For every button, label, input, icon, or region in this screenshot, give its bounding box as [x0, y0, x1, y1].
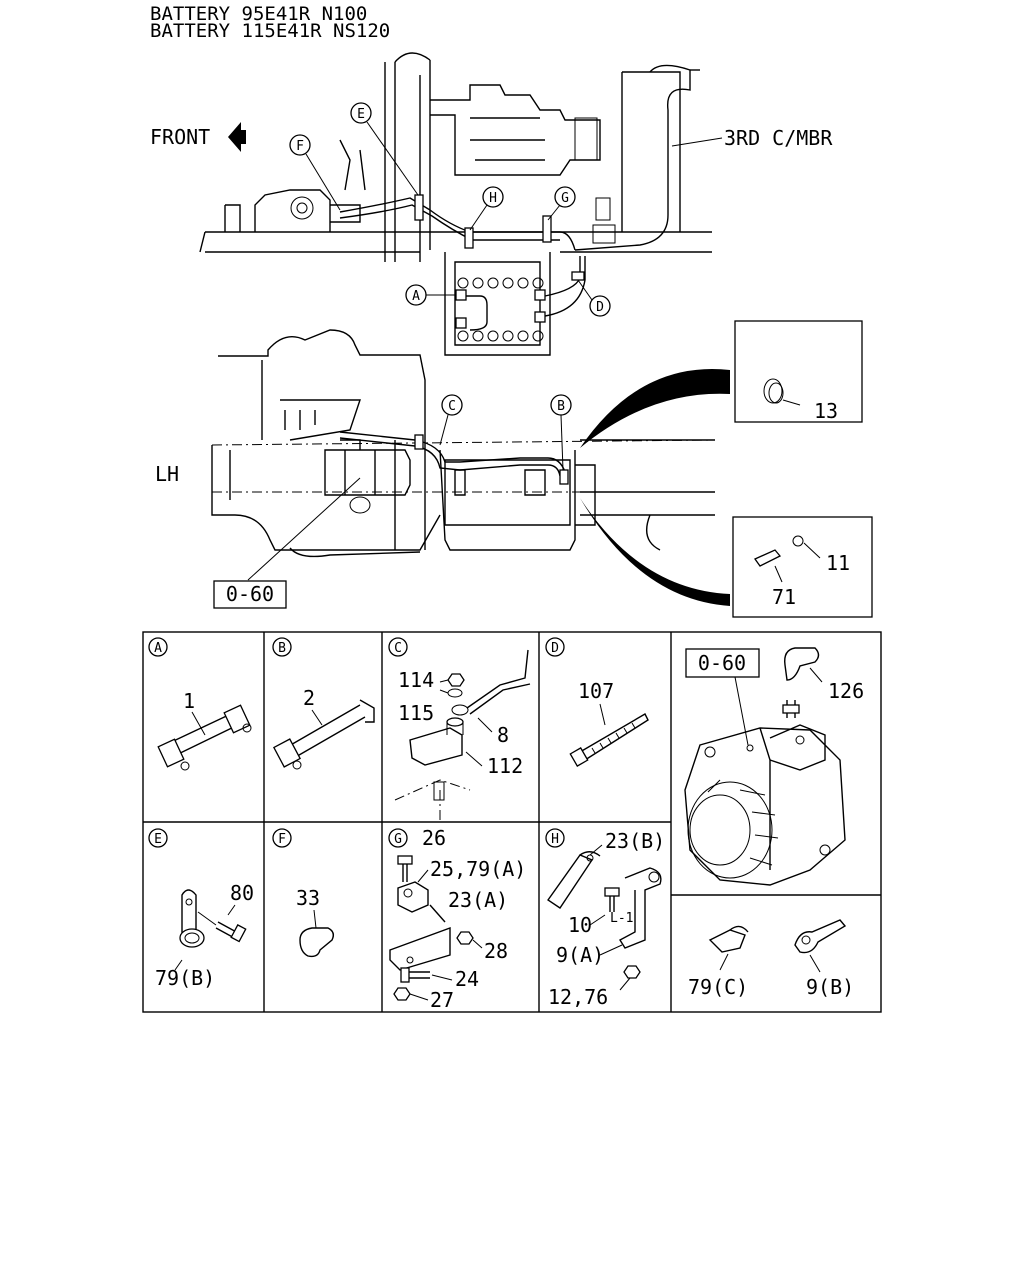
alternator-ref-label: 0-60 — [698, 651, 746, 675]
crossmember-leader — [671, 137, 723, 147]
top-view-drawing — [199, 52, 712, 356]
clip-79c-label: 79(C) — [688, 975, 748, 999]
svg-text:G: G — [561, 191, 569, 206]
side-view-drawing — [211, 329, 716, 558]
panel-e-label: E — [154, 832, 162, 847]
svg-text:A: A — [412, 289, 420, 304]
panel-h-part-9a: 9(A) — [556, 943, 604, 967]
crossmember-label: 3RD C/MBR — [724, 126, 833, 150]
inset-pointer-top — [580, 368, 730, 448]
inset-bottom-box — [732, 516, 873, 618]
panel-h-label: H — [551, 832, 559, 847]
panel-g-part-26: 26 — [422, 826, 446, 850]
panel-a-part-1: 1 — [183, 689, 195, 713]
clip-9b-label: 9(B) — [806, 975, 854, 999]
panel-a: A 1 — [148, 637, 252, 771]
ref-box-0-60-label: 0-60 — [226, 582, 274, 606]
panel-g-part-23a: 23(A) — [448, 888, 508, 912]
panel-g-part-24: 24 — [455, 967, 479, 991]
panel-clips: 79(C) 9(B) — [688, 919, 854, 999]
panel-b-label: B — [278, 641, 286, 656]
panel-e-part-80: 80 — [230, 881, 254, 905]
panel-c-part-114: 114 — [398, 668, 434, 692]
ref-box-0-60 — [213, 580, 287, 609]
panel-d-label: D — [551, 641, 559, 656]
header-line-2: BATTERY 115E41R NS120 — [150, 20, 390, 42]
bolt-icon — [754, 549, 782, 567]
svg-text:E: E — [357, 107, 365, 122]
svg-text:C: C — [448, 399, 456, 414]
inset-bottom-part-11: 11 — [826, 551, 850, 575]
panel-f: F 33 — [272, 828, 335, 958]
grommet-icon — [763, 378, 783, 404]
panel-alternator: 0-60 126 — [684, 647, 864, 886]
callout-c: C — [439, 394, 463, 446]
panel-e-part-79b: 79(B) — [155, 966, 215, 990]
ref-leader — [247, 477, 361, 581]
callout-f: F — [289, 134, 341, 211]
inset-bottom-part-71: 71 — [772, 585, 796, 609]
panel-g-part-27: 27 — [430, 988, 454, 1012]
panel-h-part-23b: 23(B) — [605, 829, 665, 853]
panel-c-part-115: 115 — [398, 701, 434, 725]
callout-d: D — [577, 279, 611, 317]
panel-c: C 114 115 8 112 — [388, 637, 531, 822]
detail-grid — [142, 631, 882, 1013]
svg-text:D: D — [596, 300, 604, 315]
header-line-1: BATTERY 95E41R N100 — [150, 3, 367, 25]
panel-d: D 107 — [545, 637, 649, 767]
panel-h: H 23(B) 10 9(A) 12,76 L-1 — [545, 828, 665, 1009]
panel-d-part-107: 107 — [578, 679, 614, 703]
panel-a-label: A — [154, 641, 162, 656]
panel-h-part-12-76: 12,76 — [548, 985, 608, 1009]
inset-pointer-bottom — [580, 498, 730, 606]
callout-e: E — [350, 102, 419, 196]
svg-text:F: F — [296, 139, 304, 154]
panel-f-label: F — [278, 832, 286, 847]
svg-text:L-1: L-1 — [610, 911, 633, 926]
callout-b: B — [550, 394, 572, 471]
alternator-part-126: 126 — [828, 679, 864, 703]
washer-icon — [792, 535, 804, 547]
front-label: FRONT — [150, 125, 210, 149]
panel-b: B 2 — [272, 637, 375, 770]
panel-f-part-33: 33 — [296, 886, 320, 910]
panel-g-part-28: 28 — [484, 939, 508, 963]
inset-top-part: 13 — [814, 399, 838, 423]
panel-e: E 80 79(B) — [148, 828, 254, 990]
callout-a: A — [405, 284, 456, 306]
callout-h: H — [469, 186, 504, 231]
svg-text:H: H — [489, 191, 497, 206]
panel-h-part-10: 10 — [568, 913, 592, 937]
panel-c-part-8: 8 — [497, 723, 509, 747]
panel-g: G 26 25,79(A) 23(A) 28 24 27 — [388, 826, 526, 1012]
panel-g-label: G — [394, 832, 402, 847]
callout-g: G — [547, 186, 576, 221]
panel-c-part-112: 112 — [487, 754, 523, 778]
front-arrow-icon — [228, 122, 246, 152]
panel-c-label: C — [394, 641, 402, 656]
panel-g-part-25-79a: 25,79(A) — [430, 857, 526, 881]
lh-label: LH — [155, 462, 179, 486]
inset-top-box — [734, 320, 863, 423]
panel-b-part-2: 2 — [303, 686, 315, 710]
svg-text:B: B — [557, 399, 565, 414]
alternator-ref-box — [685, 648, 760, 678]
